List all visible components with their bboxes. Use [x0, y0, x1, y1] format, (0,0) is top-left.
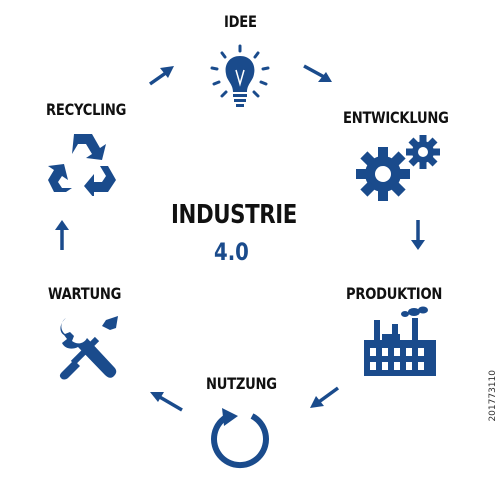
arrow-recycling-to-idee [148, 66, 174, 86]
step-label-idee: IDEE [224, 12, 257, 31]
step-label-produktion: PRODUKTION [346, 284, 443, 303]
arrow-wartung-to-recycling [55, 220, 69, 250]
step-label-nutzung: NUTZUNG [206, 374, 277, 393]
arrow-nutzung-to-wartung [150, 392, 183, 412]
factory-icon [364, 306, 436, 376]
arrow-idee-to-entwicklung [303, 64, 332, 82]
wrench-screwdriver-icon [59, 316, 118, 380]
center-title: INDUSTRIE [171, 200, 297, 230]
arrow-produktion-to-nutzung [310, 386, 340, 408]
lightbulb-icon [210, 44, 270, 107]
recycle-icon [48, 134, 116, 196]
step-label-recycling: RECYCLING [46, 100, 127, 119]
step-label-entwicklung: ENTWICKLUNG [343, 108, 449, 127]
arrow-entwicklung-to-produktion [411, 220, 425, 250]
cycle-icon [211, 408, 269, 468]
step-label-wartung: WARTUNG [48, 284, 122, 303]
gears-icon [356, 135, 440, 201]
watermark-id: 201773110 [488, 370, 498, 422]
center-subtitle: 4.0 [214, 238, 249, 266]
